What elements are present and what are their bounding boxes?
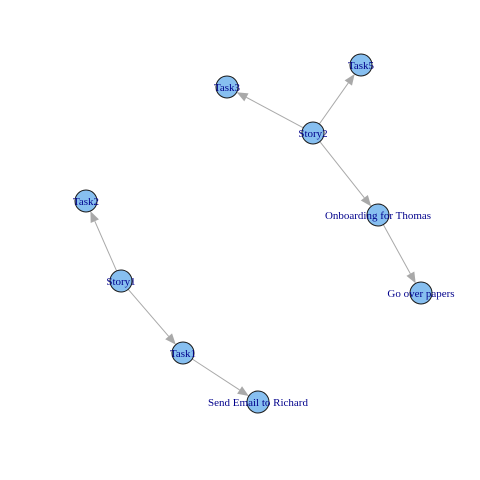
edge-story2-to-onboarding bbox=[319, 141, 365, 199]
arrowhead-story1-to-task1 bbox=[165, 333, 176, 345]
node-label: Send Email to Richard bbox=[208, 397, 308, 409]
node-circle[interactable] bbox=[349, 53, 373, 77]
node-circle[interactable] bbox=[246, 390, 270, 414]
node-label: Task3 bbox=[214, 82, 241, 94]
node-task1[interactable]: Task1 bbox=[170, 341, 196, 365]
node-label: Story2 bbox=[298, 128, 327, 140]
node-circle[interactable] bbox=[74, 189, 98, 213]
node-onboarding[interactable]: Onboarding for Thomas bbox=[325, 203, 431, 227]
node-task5[interactable]: Task5 bbox=[348, 53, 375, 77]
edge-story1-to-task1 bbox=[127, 289, 170, 337]
node-circle[interactable] bbox=[171, 341, 195, 365]
edge-story2-to-task5 bbox=[318, 82, 349, 125]
arrowhead-task1-to-email bbox=[237, 386, 249, 396]
arrowhead-story2-to-onboarding bbox=[360, 194, 372, 207]
edges-layer bbox=[90, 73, 416, 396]
edge-story2-to-task3 bbox=[246, 96, 304, 129]
node-label: Task2 bbox=[73, 196, 99, 208]
edge-task1-to-email bbox=[191, 358, 240, 391]
node-circle[interactable] bbox=[109, 269, 133, 293]
node-papers[interactable]: Go over papers bbox=[387, 281, 455, 305]
node-task3[interactable]: Task3 bbox=[214, 75, 241, 99]
edge-onboarding-to-papers bbox=[382, 224, 411, 274]
node-circle[interactable] bbox=[301, 121, 325, 145]
node-label: Story1 bbox=[106, 276, 135, 288]
node-label: Onboarding for Thomas bbox=[325, 210, 431, 222]
node-circle[interactable] bbox=[366, 203, 390, 227]
arrowhead-story2-to-task5 bbox=[344, 73, 355, 86]
arrowhead-story2-to-task3 bbox=[236, 92, 249, 102]
edge-story1-to-task2 bbox=[94, 220, 118, 272]
node-task2[interactable]: Task2 bbox=[73, 189, 99, 213]
node-story2[interactable]: Story2 bbox=[298, 121, 328, 145]
arrowhead-onboarding-to-papers bbox=[406, 271, 416, 284]
node-circle[interactable] bbox=[215, 75, 239, 99]
node-label: Task1 bbox=[170, 348, 196, 360]
arrowhead-story1-to-task2 bbox=[90, 211, 99, 223]
node-email[interactable]: Send Email to Richard bbox=[208, 390, 308, 414]
node-story1[interactable]: Story1 bbox=[106, 269, 136, 293]
node-label: Go over papers bbox=[387, 288, 454, 300]
node-circle[interactable] bbox=[409, 281, 433, 305]
node-label: Task5 bbox=[348, 60, 375, 72]
